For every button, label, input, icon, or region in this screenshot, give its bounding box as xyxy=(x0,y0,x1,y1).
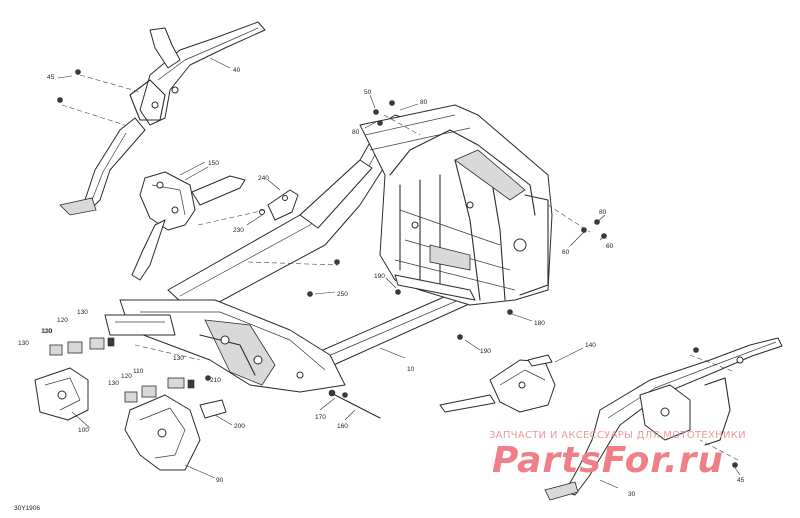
callout-240: 240 xyxy=(258,175,269,182)
callout-labels: 40 45 50 80 80 150 240 230 250 190 180 1… xyxy=(18,67,745,498)
callout-110: 110 xyxy=(42,328,53,335)
callout-90: 90 xyxy=(216,477,224,484)
callout-200: 200 xyxy=(234,423,245,430)
watermark: ЗАПЧАСТИ И АКСЕССУАРЫ ДЛЯ МОТОТЕХНИКИ Pa… xyxy=(489,430,746,481)
callout-210: 210 xyxy=(210,377,221,384)
clip-200 xyxy=(199,399,227,419)
callout-30: 30 xyxy=(628,491,636,498)
callout-80: 80 xyxy=(352,129,360,136)
callout-100: 100 xyxy=(78,427,89,434)
long-bolt-160 xyxy=(328,389,381,419)
skid-plate-90 xyxy=(124,394,201,471)
leader-lines xyxy=(57,57,741,489)
callout-180: 180 xyxy=(534,320,545,327)
isolator-cluster-mid xyxy=(124,377,195,403)
main-frame xyxy=(104,104,553,393)
callout-80: 80 xyxy=(420,99,428,106)
watermark-tagline: ЗАПЧАСТИ И АКСЕССУАРЫ ДЛЯ МОТОТЕХНИКИ xyxy=(489,430,746,441)
callout-190: 190 xyxy=(374,273,385,280)
callout-130: 130 xyxy=(108,380,119,387)
callout-130: 130 xyxy=(77,309,88,316)
watermark-logo: PartsFor.ru xyxy=(492,440,724,481)
callout-130: 130 xyxy=(18,340,29,347)
callout-45: 45 xyxy=(737,477,745,484)
assembly-lines xyxy=(61,74,739,461)
callout-60: 60 xyxy=(606,243,614,250)
diagram-code: 30Y1906 xyxy=(14,505,40,512)
small-bracket-240 xyxy=(259,189,299,221)
front-support-bracket xyxy=(131,171,246,281)
callout-150: 150 xyxy=(208,160,219,167)
callout-80: 80 xyxy=(599,209,607,216)
callout-250: 250 xyxy=(337,291,348,298)
callout-160: 160 xyxy=(337,423,348,430)
rear-bumper-30 xyxy=(544,337,783,501)
front-bumper-upper xyxy=(59,21,266,216)
callout-60: 60 xyxy=(562,249,570,256)
skid-plate-100 xyxy=(34,367,89,421)
rear-support-140 xyxy=(439,354,556,413)
callout-40: 40 xyxy=(233,67,241,74)
callout-120: 120 xyxy=(41,328,52,335)
callout-120: 120 xyxy=(57,317,68,324)
callout-50: 50 xyxy=(364,89,372,96)
callout-120: 120 xyxy=(121,373,132,380)
callout-130: 130 xyxy=(173,355,184,362)
callout-190: 190 xyxy=(480,348,491,355)
isolator-cluster-left xyxy=(49,337,115,356)
callout-140: 140 xyxy=(585,342,596,349)
callout-230: 230 xyxy=(233,227,244,234)
callout-10: 10 xyxy=(407,366,415,373)
callout-170: 170 xyxy=(315,414,326,421)
callout-110: 110 xyxy=(133,368,144,375)
callout-45: 45 xyxy=(47,74,55,81)
